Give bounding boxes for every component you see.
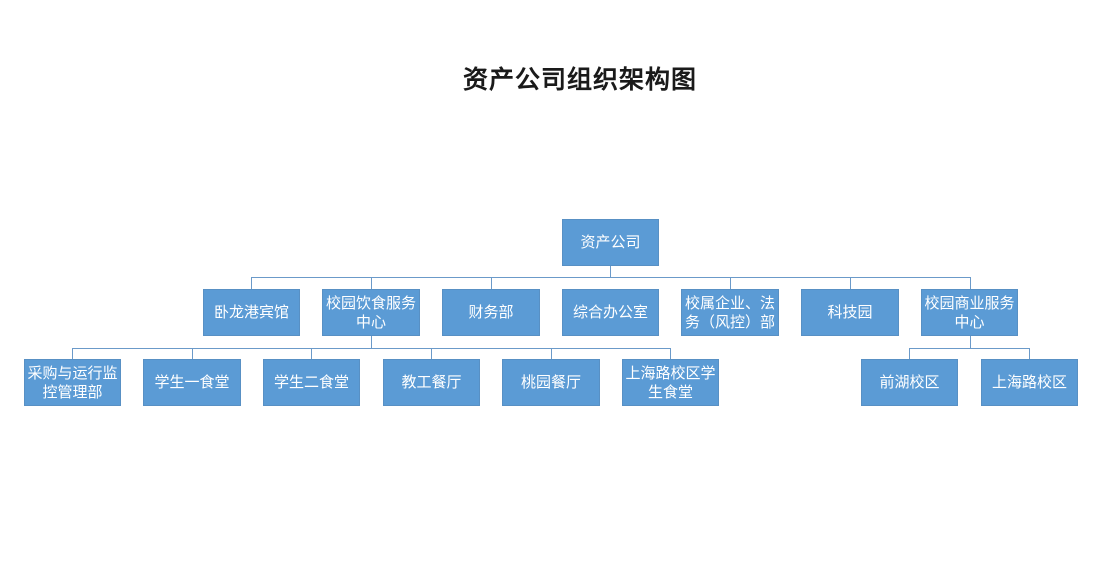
connector: [970, 336, 971, 348]
connector: [72, 348, 73, 359]
org-node-catering-center[interactable]: 校园饮食服务 中心: [322, 289, 420, 336]
connector: [72, 348, 671, 349]
connector: [192, 348, 193, 359]
connector: [371, 336, 372, 348]
org-node-enterprise-legal[interactable]: 校属企业、法 务（风控）部: [681, 289, 779, 336]
connector: [491, 277, 492, 289]
connector: [251, 277, 971, 278]
org-node-commerce-center[interactable]: 校园商业服务 中心: [921, 289, 1018, 336]
org-node-tech-park[interactable]: 科技园: [801, 289, 899, 336]
chart-title: 资产公司组织架构图: [462, 65, 697, 94]
org-node-procurement[interactable]: 采购与运行监 控管理部: [24, 359, 121, 406]
org-node-wolong-hotel[interactable]: 卧龙港宾馆: [203, 289, 300, 336]
org-node-taoyuan-dining[interactable]: 桃园餐厅: [502, 359, 600, 406]
connector: [371, 277, 372, 289]
org-node-root[interactable]: 资产公司: [562, 219, 659, 266]
org-node-canteen-1[interactable]: 学生一食堂: [143, 359, 241, 406]
connector: [610, 266, 611, 277]
connector: [970, 277, 971, 289]
org-node-shanghai-campus[interactable]: 上海路校区: [981, 359, 1078, 406]
org-node-staff-dining[interactable]: 教工餐厅: [383, 359, 480, 406]
connector: [850, 277, 851, 289]
connector: [1029, 348, 1030, 359]
org-node-canteen-2[interactable]: 学生二食堂: [263, 359, 360, 406]
connector: [431, 348, 432, 359]
connector: [730, 277, 731, 289]
org-node-qianhu-campus[interactable]: 前湖校区: [861, 359, 958, 406]
connector: [311, 348, 312, 359]
org-node-shanghai-canteen[interactable]: 上海路校区学 生食堂: [622, 359, 719, 406]
connector: [251, 277, 252, 289]
connector: [909, 348, 1030, 349]
connector: [909, 348, 910, 359]
connector: [551, 348, 552, 359]
org-node-finance[interactable]: 财务部: [442, 289, 540, 336]
org-node-general-office[interactable]: 综合办公室: [562, 289, 659, 336]
connector: [670, 348, 671, 359]
